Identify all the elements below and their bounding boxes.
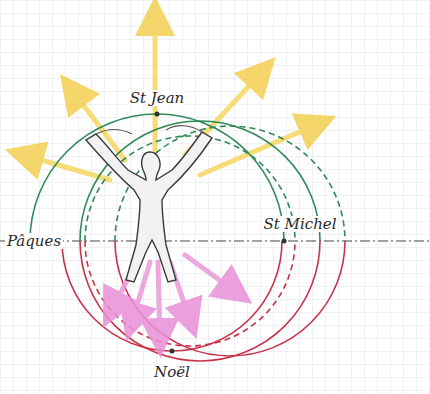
wing-arc <box>166 126 202 132</box>
season-dots <box>28 112 287 354</box>
wing-arc <box>96 130 132 135</box>
axis-line <box>0 240 430 241</box>
lower-arcs <box>62 241 345 361</box>
light-rays <box>24 16 318 180</box>
season-label: St Jean <box>128 90 187 107</box>
human-figure <box>86 132 212 282</box>
season-label: Noël <box>152 364 192 381</box>
season-label: St Michel <box>262 216 339 233</box>
upper-arcs <box>30 114 345 241</box>
season-label: Pâques <box>5 233 63 250</box>
